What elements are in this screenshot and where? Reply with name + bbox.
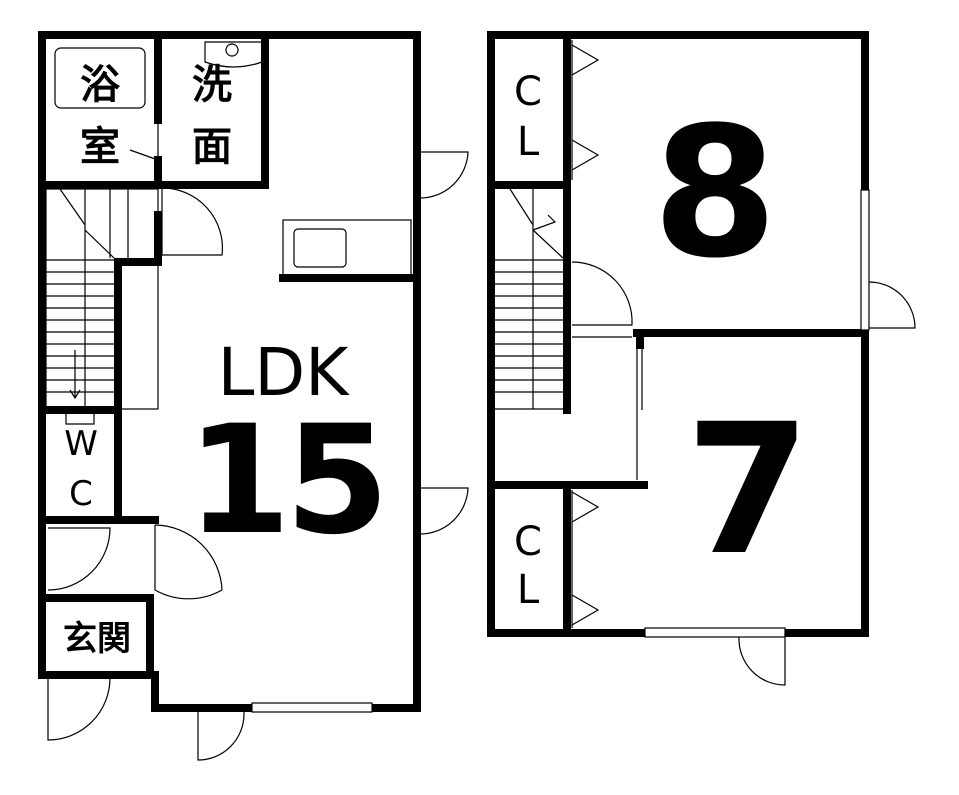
stairs-floor-1 xyxy=(45,188,159,410)
washroom-label-2: 面 xyxy=(192,124,232,170)
bathtub xyxy=(54,47,146,109)
toilet xyxy=(65,410,95,425)
room-7-size: 7 xyxy=(685,386,810,595)
floor-1-plan: 浴 室 洗 面 LDK 15 W C 玄関 xyxy=(38,31,469,761)
floor-1-labels: 浴 室 洗 面 LDK 15 W C 玄関 xyxy=(63,62,389,659)
window-ldk-bottom xyxy=(251,702,373,713)
washroom-label-1: 洗 xyxy=(192,62,232,108)
wc-label-2: C xyxy=(69,474,93,514)
window-room-7 xyxy=(644,627,786,638)
floor-2-doors xyxy=(571,189,916,686)
bath-label-2: 室 xyxy=(80,124,120,170)
floor-2-plan: C L C L 8 7 xyxy=(487,31,916,686)
floor-2-fixtures xyxy=(495,40,643,628)
kitchen-sink xyxy=(293,228,347,268)
closet-top-label-2: L xyxy=(517,119,540,165)
floor-1-doors xyxy=(47,120,469,761)
closet-bottom-label-2: L xyxy=(517,567,540,613)
kitchen-counter xyxy=(282,219,412,277)
washroom-door-arc xyxy=(161,187,224,256)
entrance-label: 玄関 xyxy=(63,619,131,659)
floor-2-labels: C L C L 8 7 xyxy=(514,69,811,613)
bath-label-1: 浴 xyxy=(80,62,121,108)
closet-bottom-doors xyxy=(571,490,600,628)
wash-basin xyxy=(204,41,263,68)
ldk-label: LDK xyxy=(218,334,351,411)
closet-top-doors xyxy=(571,40,600,180)
stairs-floor-2 xyxy=(495,188,564,410)
room-8-door xyxy=(571,261,633,326)
room-8-size: 8 xyxy=(652,89,777,298)
floor-1-fixtures xyxy=(45,41,412,425)
closet-bottom-label-1: C xyxy=(514,519,542,565)
window-room-8 xyxy=(860,189,870,331)
closet-top-label-1: C xyxy=(514,69,542,115)
wc-label-1: W xyxy=(64,424,98,464)
ldk-size: 15 xyxy=(187,394,384,568)
